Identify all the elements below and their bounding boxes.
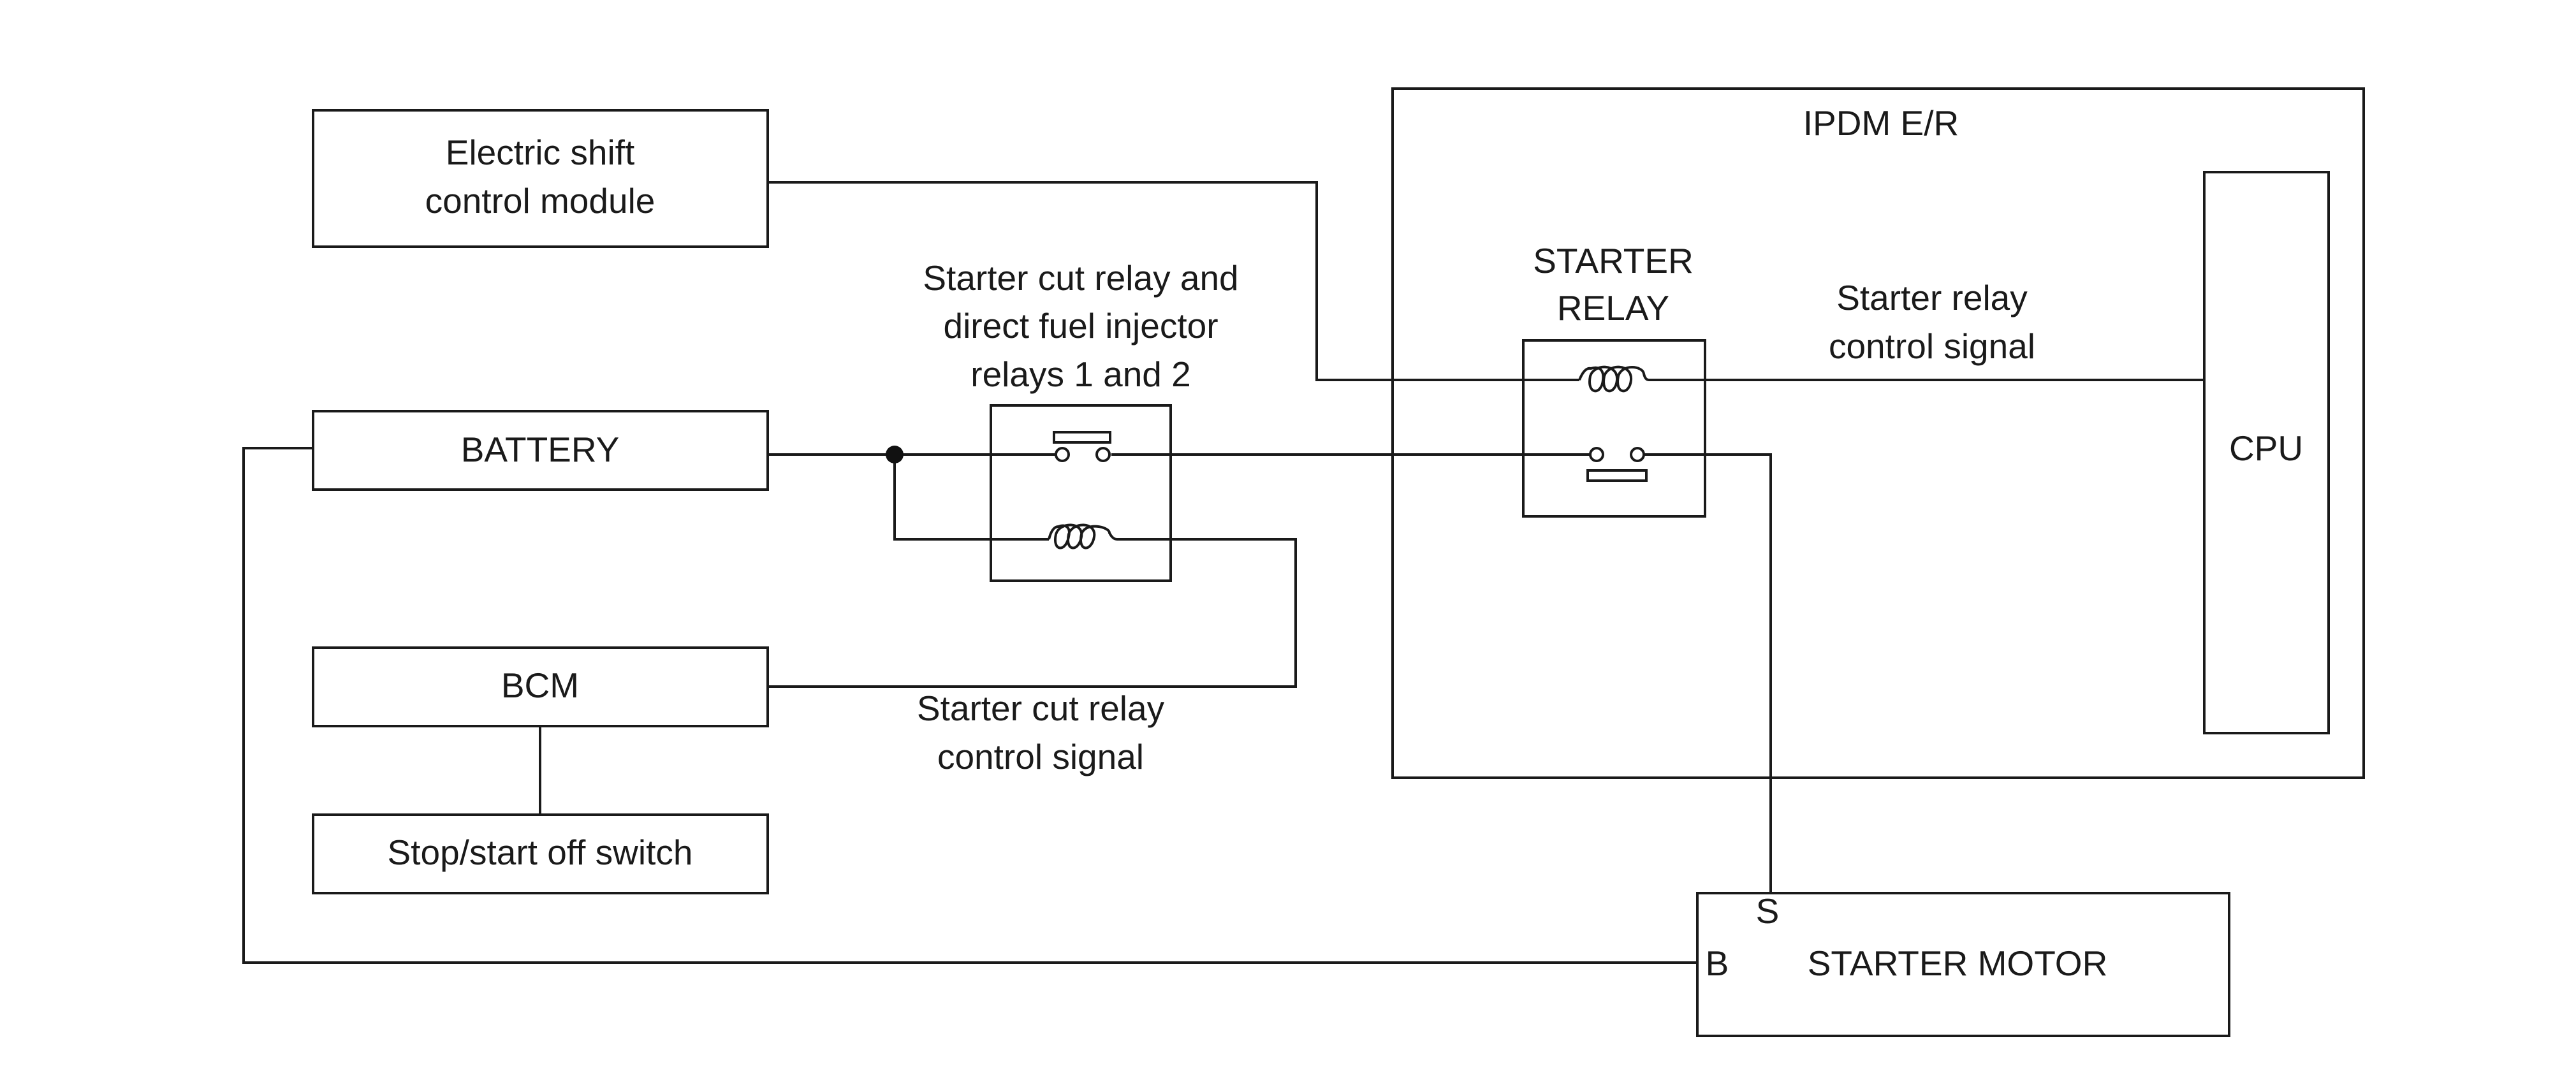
starter-motor-box [1696, 892, 2230, 1037]
starter-relay-contact-terminal-left [1589, 447, 1604, 462]
bcm-label: BCM [501, 666, 579, 705]
starter-relay-box [1522, 339, 1706, 518]
starter-cut-relay-label-line1: Starter cut relay and [923, 258, 1238, 298]
starter-relay-signal-label-line1: Starter relay [1836, 278, 2028, 317]
cut-relay-coil-icon [1048, 523, 1118, 550]
ipdm-er-label: IPDM E/R [1803, 103, 1959, 143]
terminal-b-label: B [1706, 943, 1729, 983]
cut-relay-signal-label-line1: Starter cut relay [917, 688, 1165, 728]
cut-relay-contact-terminal-right [1095, 447, 1111, 462]
starter-cut-relay-label-line2: direct fuel injector [943, 306, 1218, 346]
wire-starter-relay-contact-to-motor-s [1644, 453, 1772, 893]
ipdm-er-box [1391, 87, 2365, 779]
stop-start-switch-label: Stop/start off switch [388, 833, 693, 872]
starter-relay-label-line1: STARTER [1533, 241, 1694, 280]
cut-relay-signal-label-line2: control signal [937, 737, 1144, 776]
electric-shift-label-line2: control module [425, 181, 655, 221]
terminal-s-label: S [1756, 891, 1780, 931]
electric-shift-label-line1: Electric shift [446, 133, 634, 172]
cut-relay-contact-bar [1053, 431, 1111, 444]
wire-junction-to-cut-relay-coil [893, 455, 1049, 541]
starter-cut-relay-label-line3: relays 1 and 2 [970, 354, 1191, 394]
battery-label: BATTERY [461, 430, 620, 469]
starter-relay-label-line2: RELAY [1557, 288, 1669, 328]
electric-shift-control-module-box [312, 109, 769, 248]
wire-shift-module-to-starter-relay-coil [768, 181, 1579, 381]
cpu-label: CPU [2229, 428, 2303, 468]
starter-relay-coil-icon [1578, 365, 1650, 393]
cpu-box [2203, 171, 2330, 734]
battery-box [312, 410, 769, 491]
battery-junction-dot [886, 446, 904, 463]
starter-relay-contact-bar [1586, 469, 1648, 482]
starter-motor-label: STARTER MOTOR [1808, 943, 2108, 983]
starter-relay-contact-terminal-right [1630, 447, 1645, 462]
wire-battery-to-motor-b [242, 447, 1697, 964]
starter-cut-relay-box [990, 404, 1172, 582]
starter-relay-signal-label-line2: control signal [1829, 326, 2035, 366]
wire-cut-relay-coil-to-bcm [768, 538, 1297, 688]
cut-relay-contact-terminal-left [1055, 447, 1070, 462]
